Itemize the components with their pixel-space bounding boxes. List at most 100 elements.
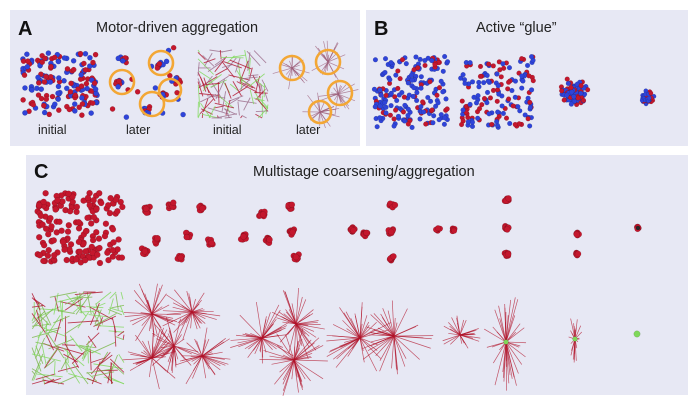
filament (254, 337, 263, 355)
particle (451, 227, 458, 234)
filament (337, 93, 342, 103)
filament (493, 341, 507, 364)
filament (370, 314, 395, 337)
filament (254, 79, 265, 88)
particle (391, 123, 397, 129)
filament (191, 311, 214, 313)
filament (192, 355, 203, 379)
filament (55, 345, 85, 355)
filament (261, 335, 280, 339)
panel-b-title: Active “glue” (476, 20, 557, 36)
panel-a-letter: A (18, 18, 33, 40)
particle (105, 256, 112, 264)
particle (383, 92, 389, 99)
filament (147, 340, 153, 359)
particle (92, 86, 99, 93)
filament (450, 328, 461, 336)
particle (438, 78, 444, 84)
particle (183, 233, 191, 241)
particle (30, 101, 37, 108)
particle (88, 243, 95, 251)
filament (337, 83, 355, 95)
particle (372, 104, 378, 110)
particle (20, 97, 26, 103)
filament (163, 345, 175, 355)
particle (387, 77, 393, 83)
particle (487, 95, 494, 101)
particle (107, 194, 114, 202)
particle (118, 254, 126, 261)
filament (109, 358, 125, 373)
filament (213, 105, 224, 109)
filament (293, 339, 303, 361)
filament (75, 291, 93, 315)
particle (477, 63, 484, 70)
particle (383, 110, 389, 116)
filament (173, 345, 192, 355)
filament (327, 54, 346, 63)
filament (295, 323, 315, 332)
particle (39, 59, 46, 65)
filament (173, 338, 185, 347)
particle (109, 106, 116, 112)
particle (55, 90, 61, 97)
filament (295, 323, 321, 325)
particle (498, 74, 504, 80)
particle (574, 250, 582, 258)
particle (496, 91, 502, 97)
particle (635, 225, 641, 231)
particle (418, 104, 424, 110)
filament (295, 296, 303, 325)
filament (317, 96, 321, 113)
filament (332, 324, 361, 339)
filament (151, 328, 161, 359)
particle (382, 99, 388, 106)
panel-b-letter: B (374, 18, 389, 40)
filament (160, 332, 175, 347)
particle (475, 115, 481, 121)
filament (197, 49, 201, 53)
particle (82, 248, 89, 255)
particle (56, 75, 62, 81)
filament (110, 362, 113, 385)
particle (96, 244, 103, 252)
particle (82, 50, 89, 57)
filament (261, 312, 271, 339)
particle (479, 102, 485, 108)
panel-a-initial-filaments (197, 49, 269, 119)
filament (337, 85, 341, 95)
filament (151, 340, 168, 359)
filament (295, 287, 299, 325)
filament (33, 362, 42, 381)
panel-c-particles-stage-8 (633, 223, 642, 233)
particle (372, 57, 379, 63)
particle (633, 330, 641, 338)
filament (151, 331, 154, 359)
filament (57, 375, 77, 385)
particle (72, 256, 80, 263)
filament (282, 359, 295, 381)
filament (246, 50, 261, 67)
filament (130, 353, 153, 359)
filament (134, 299, 153, 315)
panel-c-particles-stage-4 (347, 200, 399, 264)
particle (93, 205, 100, 213)
filament (149, 357, 153, 378)
filament (86, 377, 102, 385)
particle (519, 56, 525, 62)
filament (387, 310, 395, 337)
filament (45, 320, 48, 336)
filament (260, 99, 269, 109)
filament (64, 356, 68, 373)
particle (387, 228, 395, 236)
particle (527, 104, 534, 110)
filament (197, 78, 202, 87)
particle (152, 85, 159, 91)
filament (272, 67, 293, 74)
filament (505, 327, 525, 343)
particle (471, 94, 477, 100)
particle (259, 211, 267, 218)
filament (151, 313, 155, 337)
filament (100, 354, 113, 364)
particle (105, 202, 112, 209)
